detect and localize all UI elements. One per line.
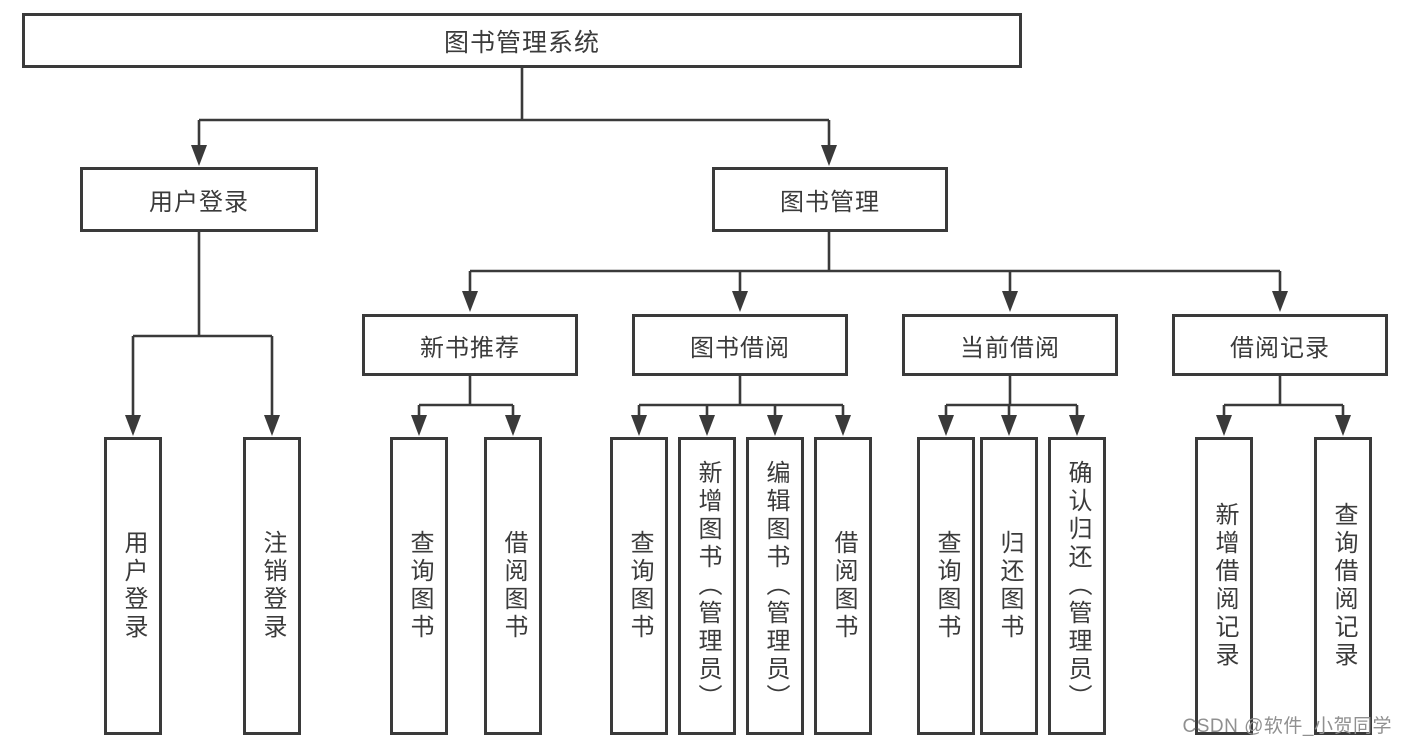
leaf-newbook-borrow-books: 借阅图书 (484, 437, 542, 735)
leaf-logout-login-label: 注销登录 (259, 530, 286, 642)
leaf-newbook-borrow-books-label: 借阅图书 (500, 530, 527, 642)
connector-lines-path (131, 68, 1345, 420)
node-new-book-recommend: 新书推荐 (362, 314, 578, 376)
leaf-current-confirm-return-admin-label: 确认归还（管理员） (1064, 460, 1091, 712)
leaf-borrow-query-books-label: 查询图书 (626, 530, 653, 642)
leaf-current-confirm-return-admin: 确认归还（管理员） (1048, 437, 1106, 735)
leaf-newbook-query-books: 查询图书 (390, 437, 448, 735)
node-book-management: 图书管理 (712, 167, 948, 232)
leaf-records-query-borrow-record: 查询借阅记录 (1314, 437, 1372, 735)
leaf-user-login-label: 用户登录 (120, 530, 147, 642)
leaf-logout-login: 注销登录 (243, 437, 301, 735)
node-book-borrow-label: 图书借阅 (690, 334, 790, 362)
leaf-borrow-edit-books-admin-label: 编辑图书（管理员） (762, 460, 789, 712)
node-current-borrow: 当前借阅 (902, 314, 1118, 376)
leaf-borrow-query-books: 查询图书 (610, 437, 668, 735)
leaf-current-query-books: 查询图书 (917, 437, 975, 735)
node-user-login-label: 用户登录 (149, 189, 249, 216)
leaf-records-add-borrow-record: 新增借阅记录 (1195, 437, 1253, 735)
leaf-borrow-edit-books-admin: 编辑图书（管理员） (746, 437, 804, 735)
node-book-borrow: 图书借阅 (632, 314, 848, 376)
node-root-system: 图书管理系统 (22, 13, 1022, 68)
node-user-login: 用户登录 (80, 167, 318, 232)
leaf-borrow-add-books-admin: 新增图书（管理员） (678, 437, 736, 735)
watermark: CSDN @软件_小贺同学 (1182, 716, 1392, 737)
leaf-borrow-borrow-books: 借阅图书 (814, 437, 872, 735)
node-borrow-records: 借阅记录 (1172, 314, 1388, 376)
leaf-borrow-add-books-admin-label: 新增图书（管理员） (694, 460, 721, 712)
leaf-borrow-borrow-books-label: 借阅图书 (830, 530, 857, 642)
node-borrow-records-label: 借阅记录 (1230, 334, 1330, 362)
leaf-current-query-books-label: 查询图书 (933, 530, 960, 642)
leaf-records-query-borrow-record-label: 查询借阅记录 (1330, 502, 1357, 670)
leaf-records-add-borrow-record-label: 新增借阅记录 (1211, 502, 1238, 670)
leaf-current-return-books: 归还图书 (980, 437, 1038, 735)
leaf-newbook-query-books-label: 查询图书 (406, 530, 433, 642)
node-current-borrow-label: 当前借阅 (960, 334, 1060, 362)
node-book-management-label: 图书管理 (780, 189, 880, 216)
node-root-label: 图书管理系统 (443, 28, 600, 57)
node-new-book-recommend-label: 新书推荐 (420, 334, 520, 362)
leaf-user-login: 用户登录 (104, 437, 162, 735)
leaf-current-return-books-label: 归还图书 (996, 530, 1023, 642)
